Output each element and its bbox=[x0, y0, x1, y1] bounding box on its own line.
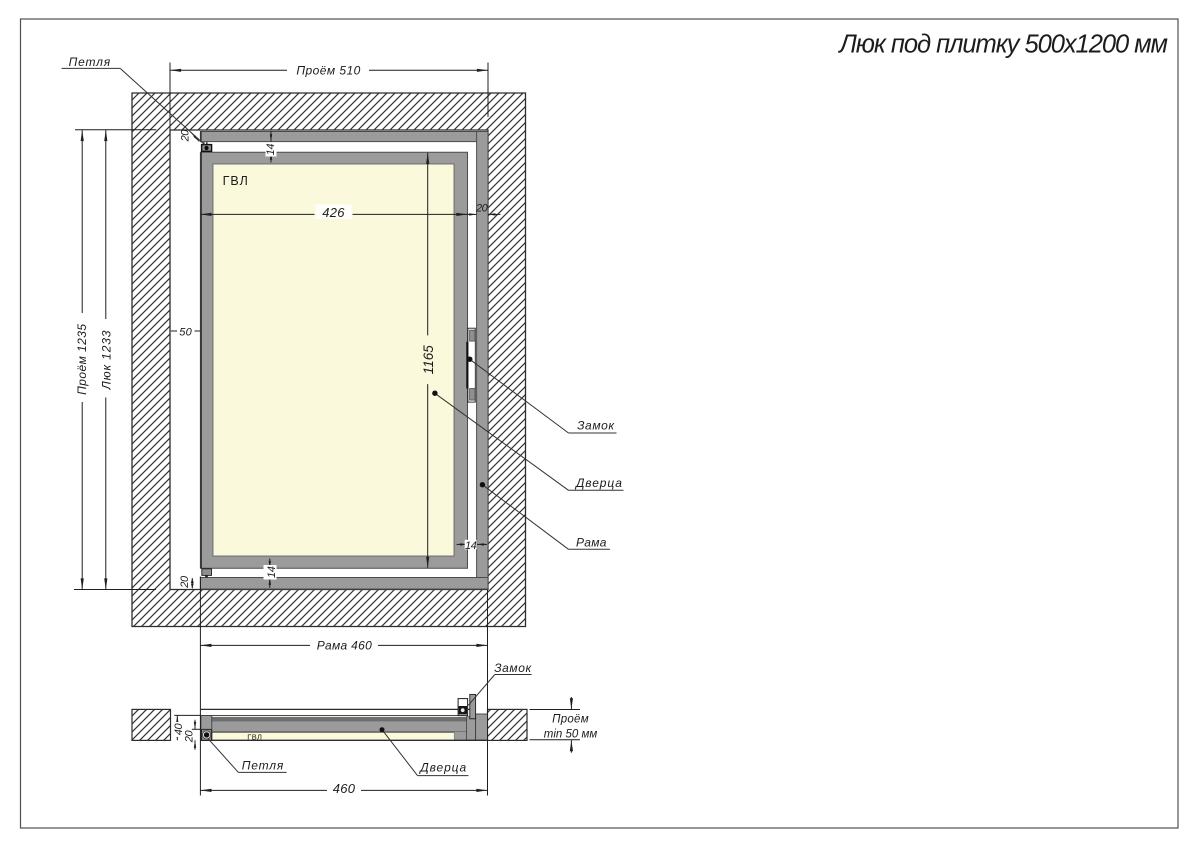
svg-text:14: 14 bbox=[465, 540, 477, 552]
svg-text:Петля: Петля bbox=[69, 55, 111, 69]
svg-text:Дверца: Дверца bbox=[418, 760, 467, 774]
svg-text:Дверца: Дверца bbox=[574, 476, 623, 490]
svg-text:Проём 1235: Проём 1235 bbox=[75, 323, 89, 394]
svg-text:ГВЛ: ГВЛ bbox=[247, 732, 262, 741]
svg-text:Рама 460: Рама 460 bbox=[317, 639, 372, 653]
svg-text:Люк под плитку 500х1200 мм: Люк под плитку 500х1200 мм bbox=[837, 31, 1167, 59]
svg-text:426: 426 bbox=[322, 205, 345, 220]
svg-text:Рама: Рама bbox=[576, 535, 607, 549]
svg-text:Проём: Проём bbox=[552, 714, 589, 726]
svg-text:20: 20 bbox=[184, 730, 196, 744]
svg-text:460: 460 bbox=[333, 781, 356, 796]
svg-text:Замок: Замок bbox=[577, 419, 615, 433]
svg-text:Петля: Петля bbox=[242, 759, 284, 773]
svg-text:Замок: Замок bbox=[494, 661, 532, 675]
svg-text:14: 14 bbox=[266, 566, 278, 578]
svg-text:20: 20 bbox=[475, 202, 489, 214]
svg-text:Проём 510: Проём 510 bbox=[296, 64, 360, 78]
svg-text:40: 40 bbox=[173, 723, 185, 736]
svg-text:min 50 мм: min 50 мм bbox=[544, 729, 598, 741]
svg-text:Люк 1233: Люк 1233 bbox=[99, 330, 113, 391]
svg-text:1165: 1165 bbox=[421, 345, 436, 375]
svg-text:ГВЛ: ГВЛ bbox=[223, 174, 249, 188]
svg-text:14: 14 bbox=[265, 144, 277, 156]
svg-text:20: 20 bbox=[179, 575, 191, 589]
svg-text:50: 50 bbox=[179, 326, 192, 338]
svg-text:20: 20 bbox=[180, 129, 192, 143]
